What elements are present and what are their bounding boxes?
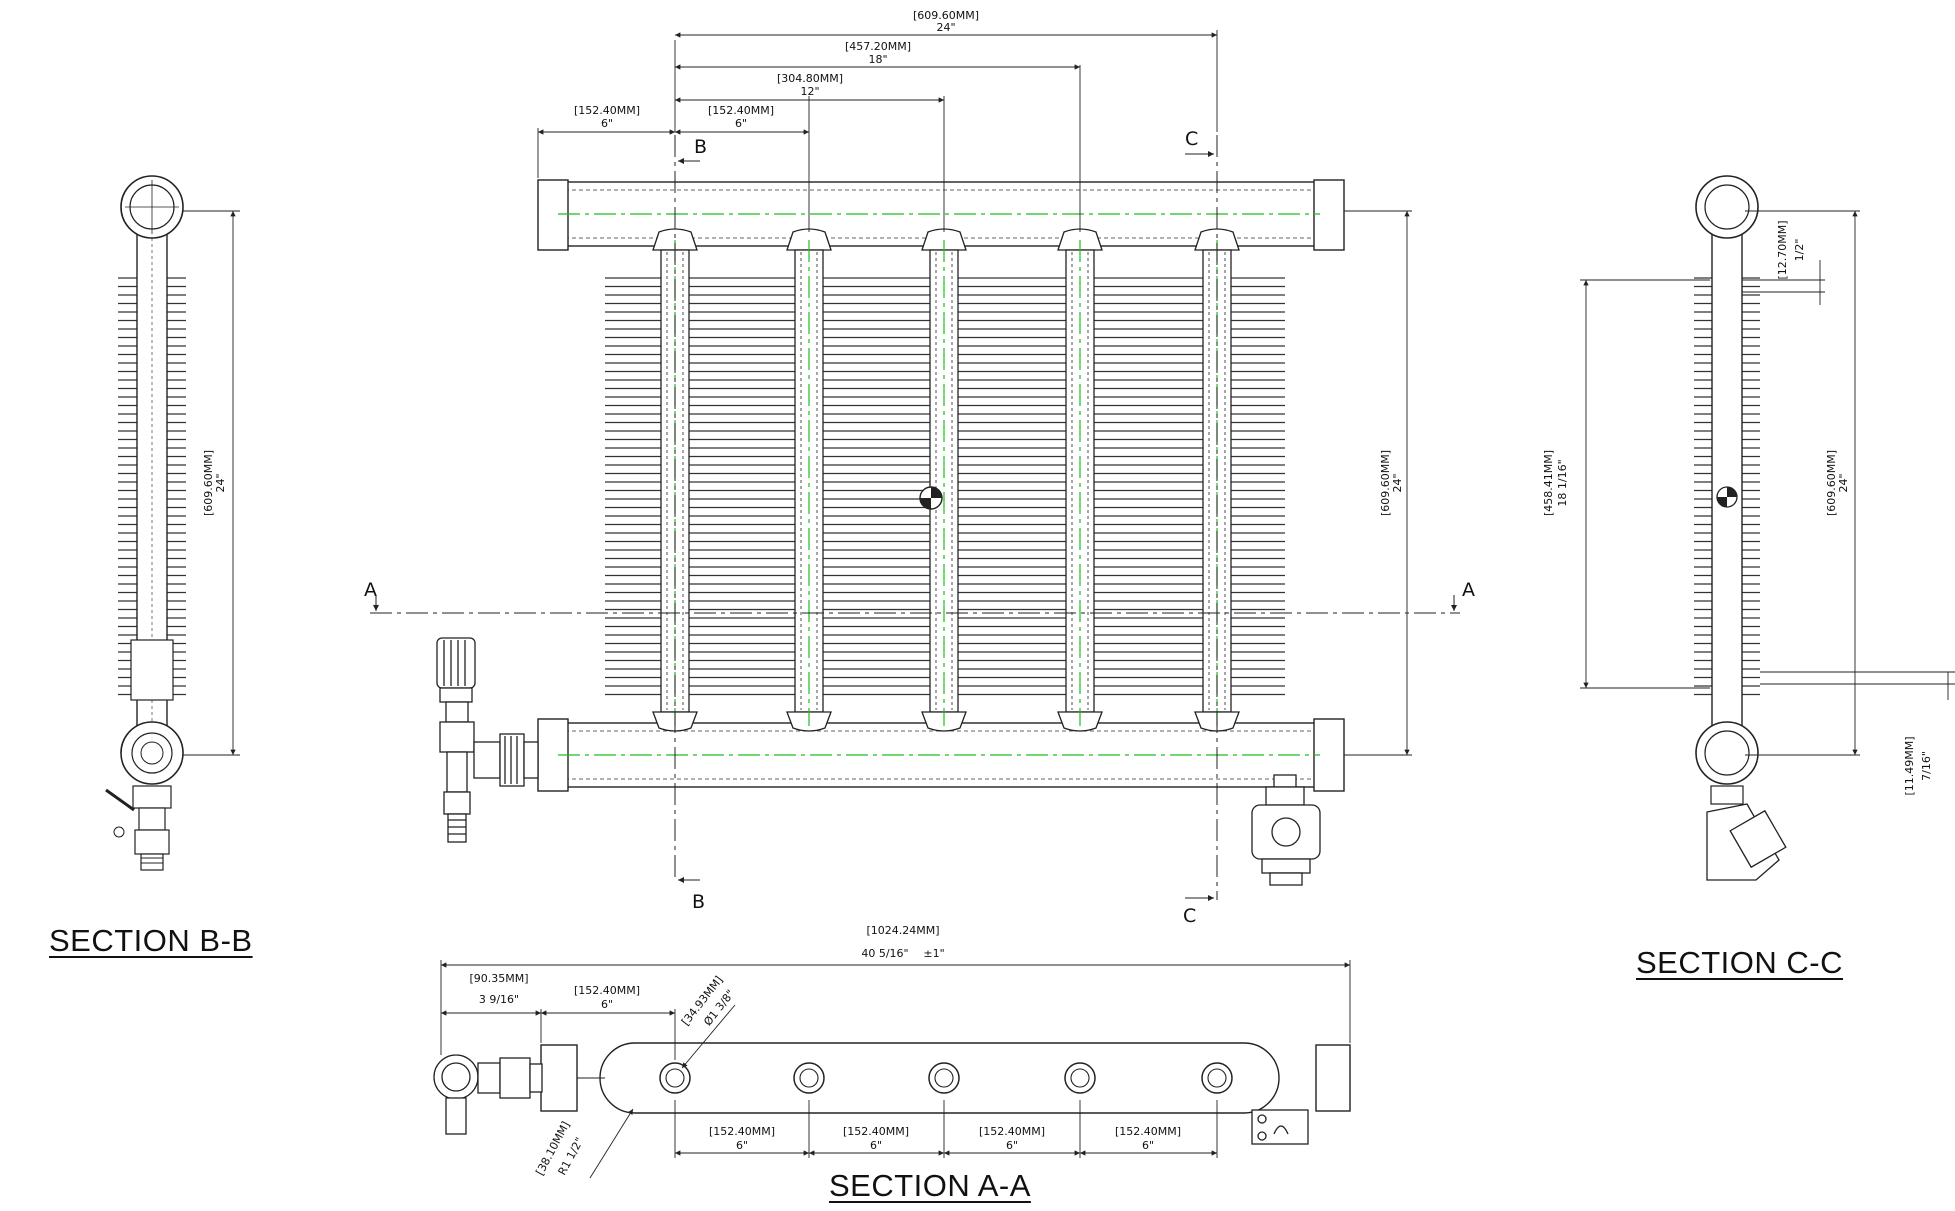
lockshield-valve xyxy=(1251,774,1321,886)
dim-top-12-in: 12" xyxy=(800,85,819,98)
dim-cc-offset-top-mm: [12.70MM] xyxy=(1776,220,1789,279)
outlet-hole-inner xyxy=(799,1068,819,1088)
outlet-hole-inner xyxy=(665,1068,685,1088)
dim-top-18-in: 18" xyxy=(868,53,887,66)
dim-front-height-in: 24" xyxy=(1391,473,1404,492)
dim-bb-height-in: 24" xyxy=(214,473,227,492)
dim-top-12-mm: [304.80MM] xyxy=(777,72,843,85)
dim-top-6-left-mm: [152.40MM] xyxy=(574,104,640,117)
dim-aa-overall-tol: ±1" xyxy=(923,947,944,960)
dim-aa-pitch-2-in: 6" xyxy=(870,1139,882,1152)
dim-aa-pitch-3-in: 6" xyxy=(1006,1139,1018,1152)
section-aa-view: [1024.24MM] 40 5/16" ±1" [90.35MM] 3 9/1… xyxy=(433,924,1351,1179)
dim-cc-offset-bottom-in: 7/16" xyxy=(1920,751,1933,781)
front-view: A A B B C C xyxy=(364,9,1475,927)
dim-aa-pitch-1-mm: [152.40MM] xyxy=(709,1125,775,1138)
dim-cc-offset-top-in: 1/2" xyxy=(1793,239,1806,262)
dim-aa-pitch-4-in: 6" xyxy=(1142,1139,1154,1152)
dim-cc-fin-mm: [458.41MM] xyxy=(1542,450,1555,516)
outlet-hole-inner xyxy=(934,1068,954,1088)
cut-letter-a-left: A xyxy=(364,579,377,601)
dim-top-24-mm: [609.60MM] xyxy=(913,9,979,22)
riser-tube xyxy=(921,228,967,732)
aa-outlet-holes xyxy=(659,1062,1233,1094)
section-cc-title: SECTION C-C xyxy=(1636,945,1843,980)
dim-aa-pitch-1-in: 6" xyxy=(736,1139,748,1152)
dim-cc-offset-bottom-mm: [11.49MM] xyxy=(1903,736,1916,795)
section-cc-view: [458.41MM] 18 1/16" [609.60MM] 24" [12.7… xyxy=(1542,175,1955,881)
dim-aa-pitch-4-mm: [152.40MM] xyxy=(1115,1125,1181,1138)
dim-aa-overall-in: 40 5/16" xyxy=(861,947,908,960)
section-bb-view: [609.60MM] 24" xyxy=(105,175,240,871)
dim-aa-first-in: 6" xyxy=(601,998,613,1011)
cut-letter-c-bottom: C xyxy=(1183,905,1196,927)
cc-cog-mark xyxy=(1716,486,1738,508)
dim-cc-height-in: 24" xyxy=(1837,473,1850,492)
dim-top-24-in: 24" xyxy=(936,21,955,34)
center-of-gravity-mark xyxy=(919,486,943,510)
dim-top-6-left-in: 6" xyxy=(601,117,613,130)
dim-top-6-mid-in: 6" xyxy=(735,117,747,130)
dim-bb-height-mm: [609.60MM] xyxy=(202,450,215,516)
section-aa-title: SECTION A-A xyxy=(829,1168,1031,1203)
aa-inlet-valve xyxy=(433,1054,543,1135)
dim-aa-inlet-mm: [90.35MM] xyxy=(469,972,528,985)
dim-front-height-mm: [609.60MM] xyxy=(1379,450,1392,516)
outlet-hole-inner xyxy=(1070,1068,1090,1088)
dim-top-6-mid-mm: [152.40MM] xyxy=(708,104,774,117)
riser-tubes xyxy=(652,228,1240,732)
outlet-hole-inner xyxy=(1207,1068,1227,1088)
cut-letter-a-right: A xyxy=(1462,579,1475,601)
dim-aa-pitch-2-mm: [152.40MM] xyxy=(843,1125,909,1138)
cut-letter-b-top: B xyxy=(694,136,707,158)
thermostatic-valve xyxy=(436,637,539,843)
aa-lockshield xyxy=(1251,1109,1309,1145)
riser-tube xyxy=(1057,228,1103,732)
dim-cc-height-mm: [609.60MM] xyxy=(1825,450,1838,516)
dim-aa-first-mm: [152.40MM] xyxy=(574,984,640,997)
section-bb-title: SECTION B-B xyxy=(49,923,253,958)
bottom-header-pipe xyxy=(537,718,1345,792)
dim-cc-fin-in: 18 1/16" xyxy=(1556,459,1569,506)
dim-aa-pitch-3-mm: [152.40MM] xyxy=(979,1125,1045,1138)
dim-aa-inlet-in: 3 9/16" xyxy=(479,993,519,1006)
cut-letter-b-bottom: B xyxy=(692,891,705,913)
dim-aa-overall-mm: [1024.24MM] xyxy=(866,924,939,937)
cut-letter-c-top: C xyxy=(1185,128,1198,150)
dim-top-18-mm: [457.20MM] xyxy=(845,40,911,53)
riser-tube xyxy=(786,228,832,732)
